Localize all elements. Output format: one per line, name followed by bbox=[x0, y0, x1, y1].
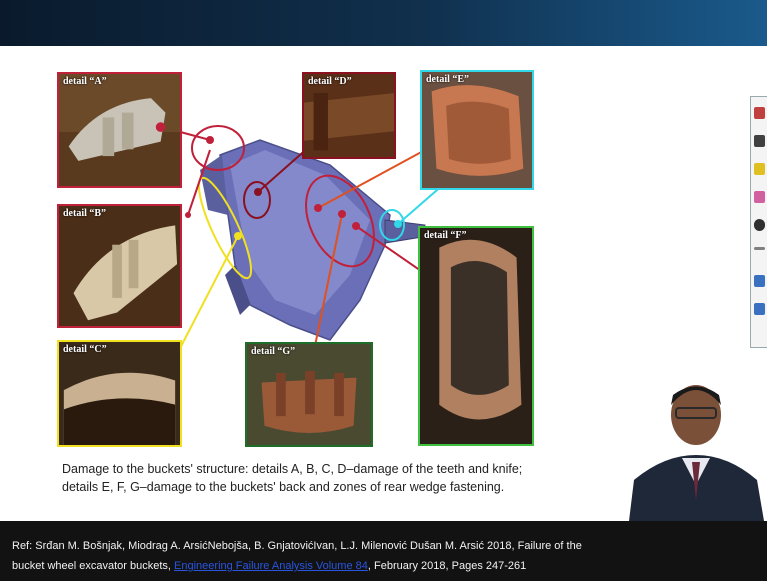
reference-line-2: bucket wheel excavator buckets, Engineer… bbox=[12, 556, 712, 576]
line-icon[interactable] bbox=[754, 247, 765, 250]
reference-line-2-end: , February 2018, Pages 247-261 bbox=[368, 560, 526, 572]
reference-text: Ref: Srđan M. Bošnjak, Miodrag A. ArsićN… bbox=[12, 536, 712, 576]
pen-icon[interactable] bbox=[754, 107, 765, 119]
detail-e-label: detail “E” bbox=[426, 74, 469, 85]
camera-icon[interactable] bbox=[754, 303, 765, 315]
presenter-image bbox=[624, 370, 767, 521]
detail-g-photo: detail “G” bbox=[245, 342, 373, 447]
detail-a-label: detail “A” bbox=[63, 76, 107, 87]
detail-f-label: detail “F” bbox=[424, 230, 467, 241]
detail-c-label: detail “C” bbox=[63, 344, 107, 355]
journal-link[interactable]: Engineering Failure Analysis Volume 84 bbox=[174, 560, 368, 572]
record-icon[interactable] bbox=[754, 219, 765, 231]
detail-d-label: detail “D” bbox=[308, 76, 352, 87]
screen-icon[interactable] bbox=[754, 275, 765, 287]
detail-a-photo: detail “A” bbox=[57, 72, 182, 188]
detail-a-image bbox=[59, 74, 180, 186]
detail-c-photo: detail “C” bbox=[57, 340, 182, 447]
detail-g-image bbox=[247, 344, 371, 445]
reference-line-1: Ref: Srđan M. Bošnjak, Miodrag A. ArsićN… bbox=[12, 536, 712, 556]
annotation-toolbar bbox=[750, 96, 767, 348]
detail-g-label: detail “G” bbox=[251, 346, 295, 357]
caption-line-2: details E, F, G–damage to the buckets' b… bbox=[62, 478, 622, 496]
detail-b-image bbox=[59, 206, 180, 326]
figure-caption: Damage to the buckets' structure: detail… bbox=[62, 460, 622, 496]
detail-f-image bbox=[420, 228, 532, 444]
detail-d-photo: detail “D” bbox=[302, 72, 396, 159]
detail-b-label: detail “B” bbox=[63, 208, 106, 219]
highlighter-icon[interactable] bbox=[754, 163, 765, 175]
detail-e-image bbox=[422, 72, 532, 188]
detail-e-photo: detail “E” bbox=[420, 70, 534, 190]
caption-line-1: Damage to the buckets' structure: detail… bbox=[62, 460, 622, 478]
eraser-icon[interactable] bbox=[754, 191, 765, 203]
reference-line-2-start: bucket wheel excavator buckets, bbox=[12, 560, 174, 572]
detail-f-photo: detail “F” bbox=[418, 226, 534, 446]
detail-b-photo: detail “B” bbox=[57, 204, 182, 328]
detail-c-image bbox=[59, 342, 180, 445]
presenter-video bbox=[624, 370, 767, 521]
pointer-icon[interactable] bbox=[754, 135, 765, 147]
